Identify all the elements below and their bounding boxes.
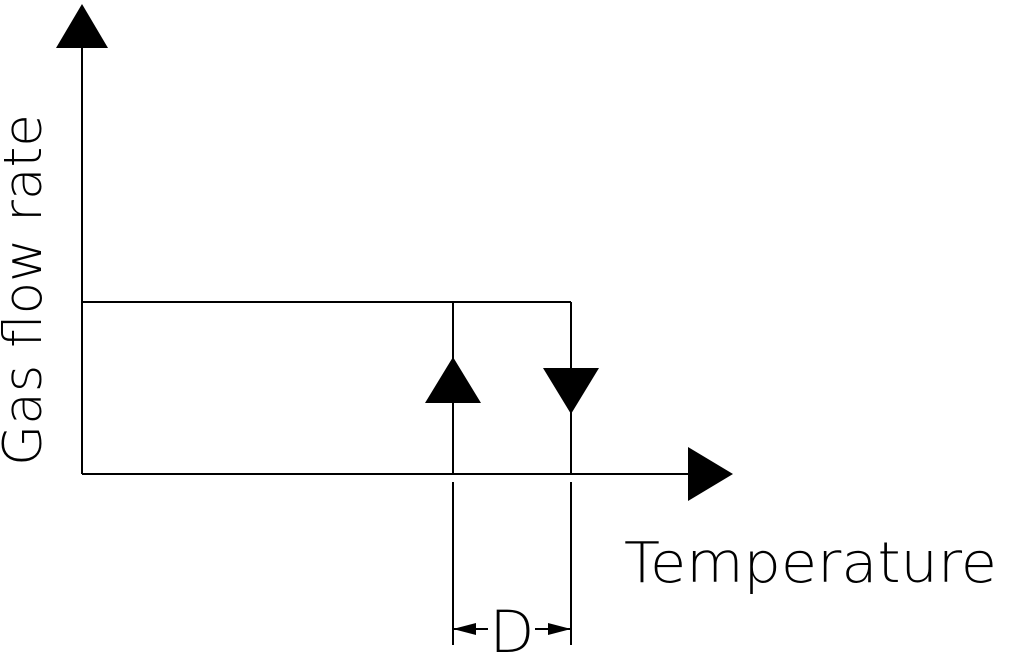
up-arrow-icon (425, 357, 481, 403)
dimension-arrow-left-icon (453, 623, 476, 635)
x-axis-label: Temperature (624, 531, 997, 596)
y-axis-label: Gas flow rate (0, 114, 54, 466)
y-axis-arrowhead (56, 4, 108, 48)
down-arrow-icon (543, 368, 599, 414)
gap-label: D (490, 598, 535, 657)
dimension-arrow-right-icon (548, 623, 571, 635)
x-axis-arrowhead (688, 447, 733, 501)
